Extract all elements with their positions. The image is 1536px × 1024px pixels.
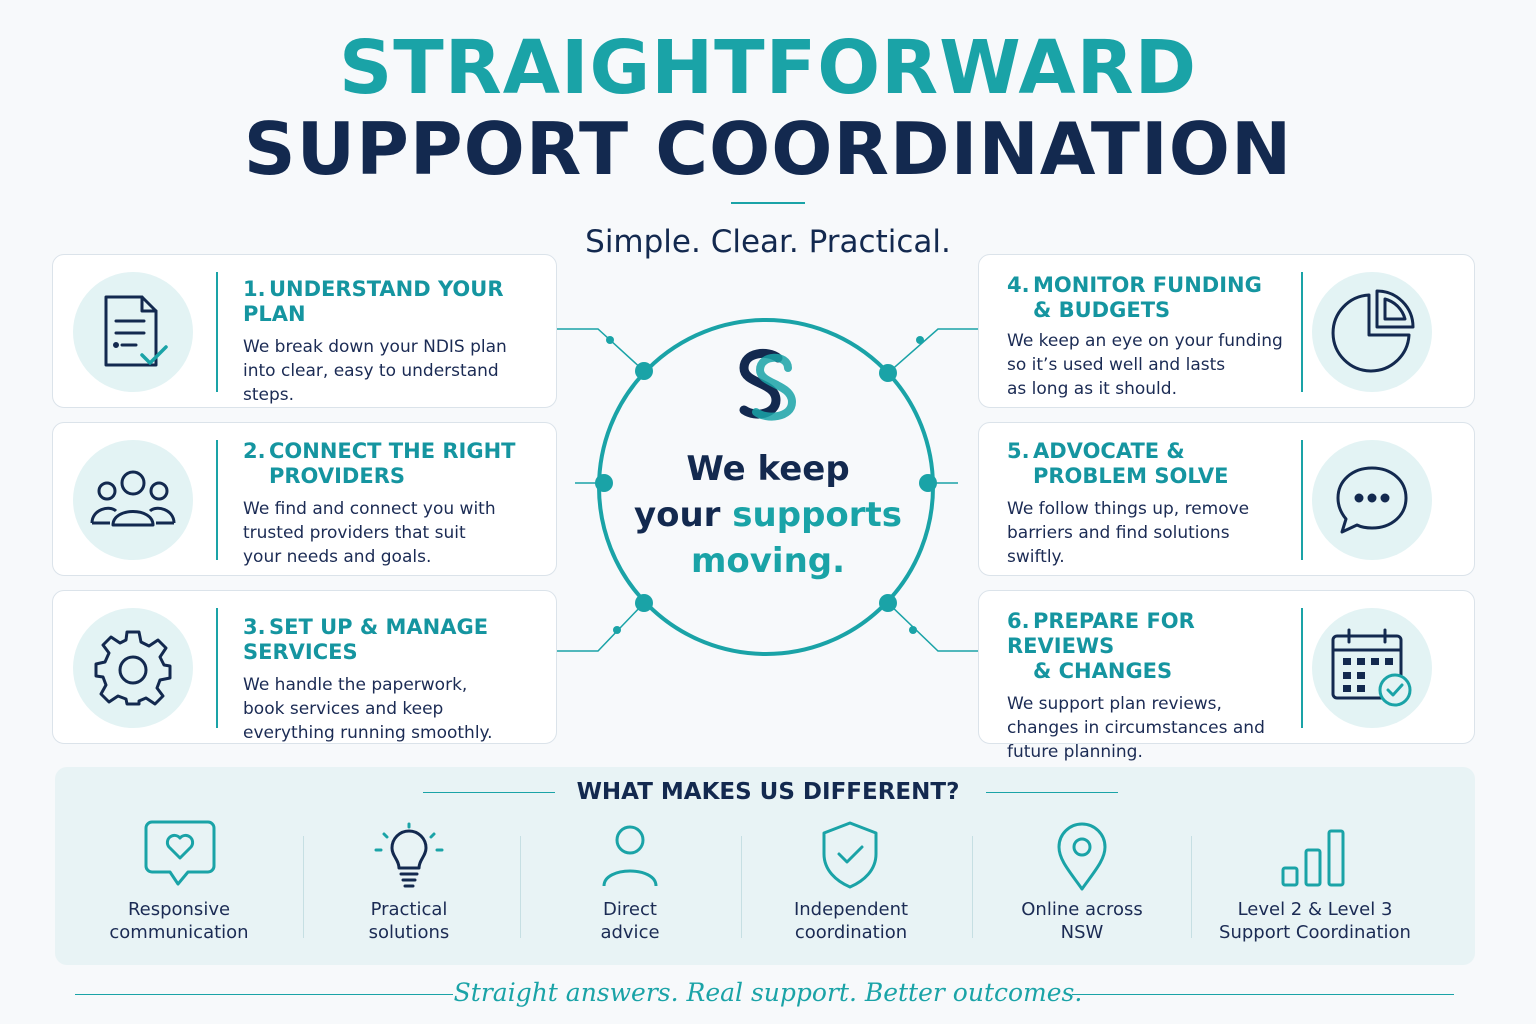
pie-chart-icon [1312, 272, 1432, 392]
step-5-title: 5.ADVOCATE &PROBLEM SOLVE [1007, 439, 1229, 488]
center-line-1: We keep [686, 449, 850, 489]
step-1-text: 1.UNDERSTAND YOUR PLAN We break down you… [243, 277, 553, 407]
step-3-title: 3.SET UP & MANAGE SERVICES [243, 615, 489, 664]
step-card-3: 3.SET UP & MANAGE SERVICES We handle the… [52, 590, 557, 744]
differences-title: WHAT MAKES US DIFFERENT? [576, 779, 960, 805]
step-1-title: 1.UNDERSTAND YOUR PLAN [243, 277, 504, 326]
step-6-body: We support plan reviews,changes in circu… [1007, 694, 1265, 762]
chat-bubble-icon [1312, 440, 1432, 560]
document-check-icon [73, 272, 193, 392]
footer-tagline: Straight answers. Real support. Better o… [453, 978, 1083, 1007]
center-message: We keep your supports moving. [600, 446, 936, 584]
step-6-text: 6.PREPARE FOR REVIEWS& CHANGES We suppor… [1007, 609, 1297, 764]
people-group-icon [73, 440, 193, 560]
tagline: Simple. Clear. Practical. [585, 224, 951, 260]
location-pin-icon [1056, 822, 1108, 892]
title-divider [731, 202, 805, 204]
step-4-text: 4.MONITOR FUNDING& BUDGETS We keep an ey… [1007, 273, 1297, 401]
center-line-3: moving. [690, 541, 846, 581]
center-line-2: your supports [633, 495, 903, 535]
person-icon [600, 824, 660, 888]
step-card-5: 5.ADVOCATE &PROBLEM SOLVE We follow thin… [978, 422, 1475, 576]
heart-message-icon [138, 818, 222, 890]
title-line-2: SUPPORT COORDINATION [243, 107, 1293, 191]
shield-check-icon [820, 820, 880, 890]
step-card-1: 1.UNDERSTAND YOUR PLAN We break down you… [52, 254, 557, 408]
step-3-body: We handle the paperwork,book services an… [243, 675, 493, 743]
step-3-text: 3.SET UP & MANAGE SERVICES We handle the… [243, 615, 553, 745]
differences-panel [55, 767, 1475, 965]
linked-s-logo-icon [730, 348, 802, 424]
bar-levels-icon [1280, 828, 1350, 888]
step-5-text: 5.ADVOCATE &PROBLEM SOLVE We follow thin… [1007, 439, 1297, 569]
gear-icon [73, 608, 193, 728]
step-4-title: 4.MONITOR FUNDING& BUDGETS [1007, 273, 1262, 322]
step-card-4: 4.MONITOR FUNDING& BUDGETS We keep an ey… [978, 254, 1475, 408]
step-card-6: 6.PREPARE FOR REVIEWS& CHANGES We suppor… [978, 590, 1475, 762]
lightbulb-icon [372, 822, 446, 892]
step-6-title: 6.PREPARE FOR REVIEWS& CHANGES [1007, 609, 1195, 683]
title-line-1: STRAIGHTFORWARD [338, 25, 1198, 111]
calendar-check-icon [1312, 608, 1432, 728]
